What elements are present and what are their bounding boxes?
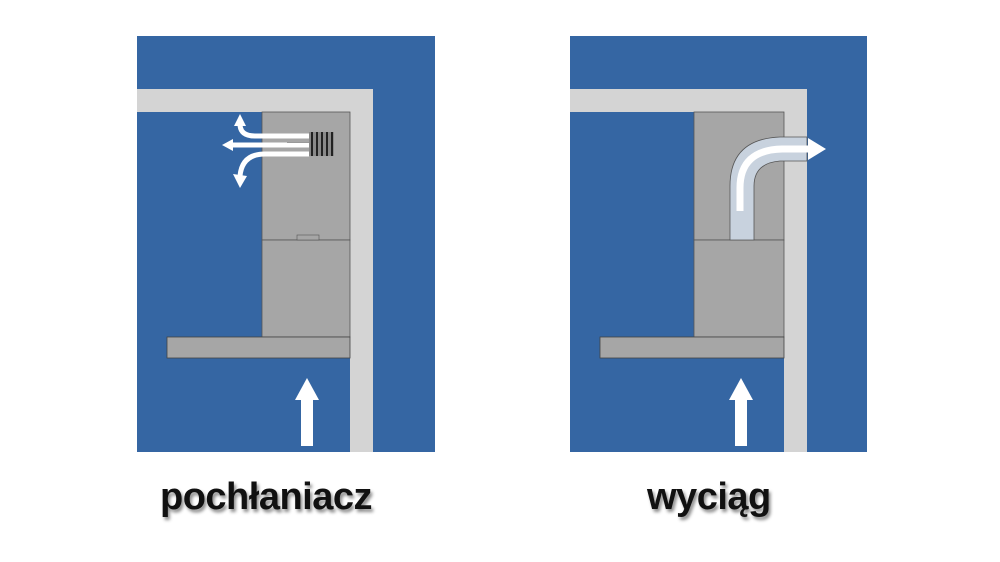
extraction-hood-illustration bbox=[570, 36, 867, 452]
arrowhead-left-icon bbox=[222, 139, 233, 151]
outlet-arrows bbox=[232, 123, 309, 177]
caption-recirculation-hood: pochłaniacz bbox=[160, 476, 373, 518]
arrowhead-down-icon bbox=[233, 174, 247, 188]
intake-arrow-up-icon bbox=[295, 378, 319, 446]
arrowhead-right-icon bbox=[808, 138, 826, 160]
hood-chimney-lower bbox=[261, 239, 351, 338]
duct-exhaust-arrow bbox=[736, 145, 810, 211]
caption-extraction-hood: wyciąg bbox=[647, 476, 771, 518]
recirculation-hood-illustration bbox=[137, 36, 435, 452]
hood-chimney-upper bbox=[261, 111, 351, 241]
arrowhead-up-icon bbox=[234, 114, 246, 126]
hood-canopy bbox=[166, 336, 351, 359]
extraction-hood-diagram bbox=[570, 36, 867, 452]
filter-grille-icon bbox=[287, 132, 334, 156]
outlet-arrow-up bbox=[237, 123, 309, 139]
intake-arrow-up-icon bbox=[729, 378, 753, 446]
recirculation-hood-diagram bbox=[137, 36, 435, 452]
hood-joint-tab bbox=[296, 234, 320, 241]
hood-canopy bbox=[599, 336, 785, 359]
hood-chimney-lower bbox=[693, 239, 785, 338]
outlet-arrow-down bbox=[237, 151, 309, 177]
